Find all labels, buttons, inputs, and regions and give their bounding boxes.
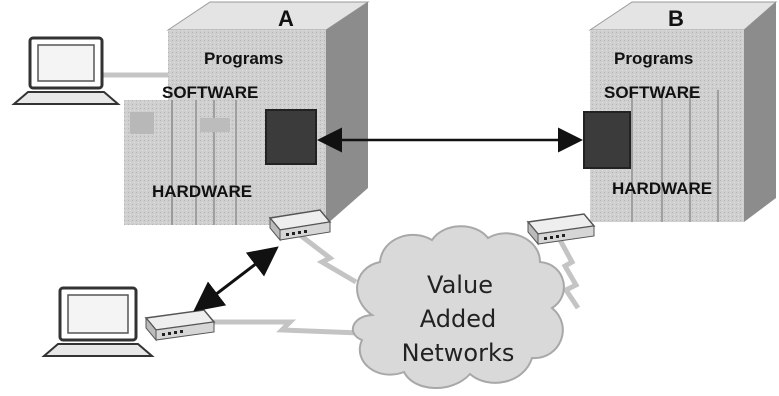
network-links	[98, 72, 581, 336]
cloud-label-value: Value	[427, 271, 493, 299]
system-b-letter: B	[668, 6, 684, 31]
cloud-label-added: Added	[420, 305, 496, 333]
modem-terminal-icon	[144, 309, 216, 342]
terminal-b-icon	[41, 286, 155, 357]
modem-b-icon	[526, 213, 596, 246]
system-a-software-label: SOFTWARE	[162, 83, 258, 102]
link-modem-bottom-cloud	[210, 319, 361, 336]
terminal-a-icon	[11, 36, 121, 105]
system-a-interface-box	[265, 109, 317, 165]
system-b-cabinet: B Programs SOFTWARE HARDWARE	[583, 1, 778, 222]
value-added-network-cloud: Value Added Networks	[351, 225, 565, 389]
system-a-cabinet: A Programs SOFTWARE HARDWARE	[124, 1, 370, 225]
arrow-modem-to-terminal	[193, 246, 279, 312]
system-b-interface-box	[583, 111, 631, 169]
system-b-software-label: SOFTWARE	[604, 83, 700, 102]
link-modem-b-cloud	[557, 238, 581, 310]
system-b-programs-label: Programs	[614, 49, 693, 68]
cloud-label-networks: Networks	[402, 339, 515, 367]
system-a-programs-label: Programs	[204, 49, 283, 68]
system-b-hardware-label: HARDWARE	[612, 179, 712, 198]
link-modem-a-cloud	[298, 233, 358, 285]
system-a-hardware-label: HARDWARE	[152, 182, 252, 201]
system-a-letter: A	[278, 6, 294, 31]
modem-a-icon	[268, 209, 332, 242]
